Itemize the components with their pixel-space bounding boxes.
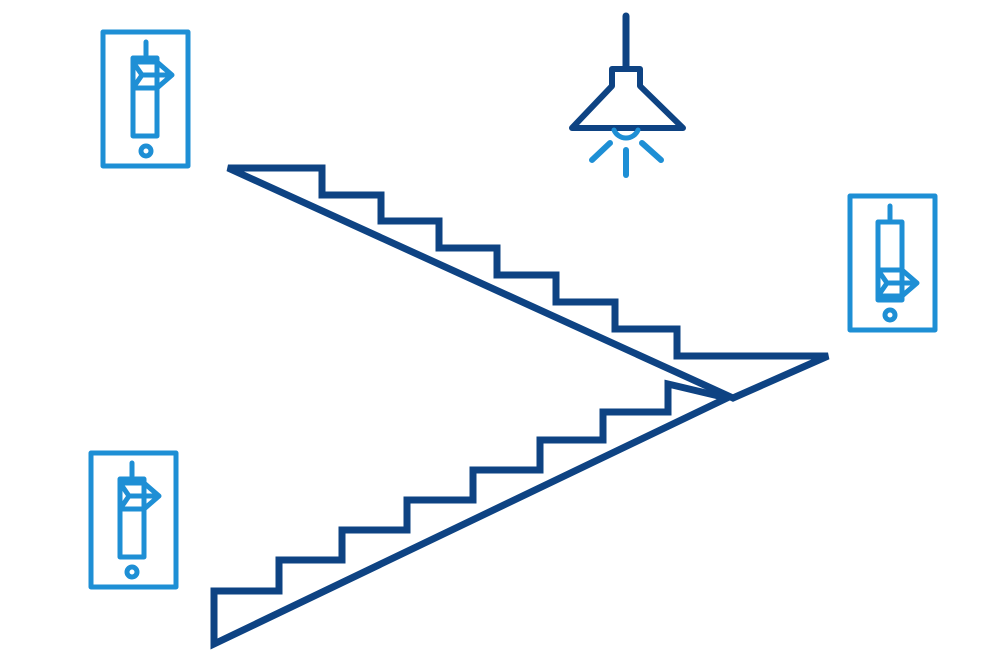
switch-screw [124,564,140,580]
lamp-shade [569,66,686,131]
light-rays-icon [589,140,664,178]
switch-plate [847,193,938,333]
upper-stair-flight [226,164,830,402]
light-switch-icon [100,29,191,169]
switch-body [117,476,147,560]
pendant-lamp-icon [569,12,686,178]
switch-toggle-up [117,480,162,512]
switch-toggle-down [875,267,920,299]
light-switch-icon [847,193,938,333]
staircase-icon [210,164,830,650]
switch-toggle-up [130,59,175,91]
switch-screw [138,143,154,159]
switch-body [130,55,160,139]
lower-stair-flight [210,379,738,650]
switch-screw [882,307,898,323]
switch-plate [100,29,191,169]
light-switch-icon [88,450,179,590]
switch-plate [88,450,179,590]
lamp-bulb [611,127,641,141]
switch-body [875,219,905,303]
